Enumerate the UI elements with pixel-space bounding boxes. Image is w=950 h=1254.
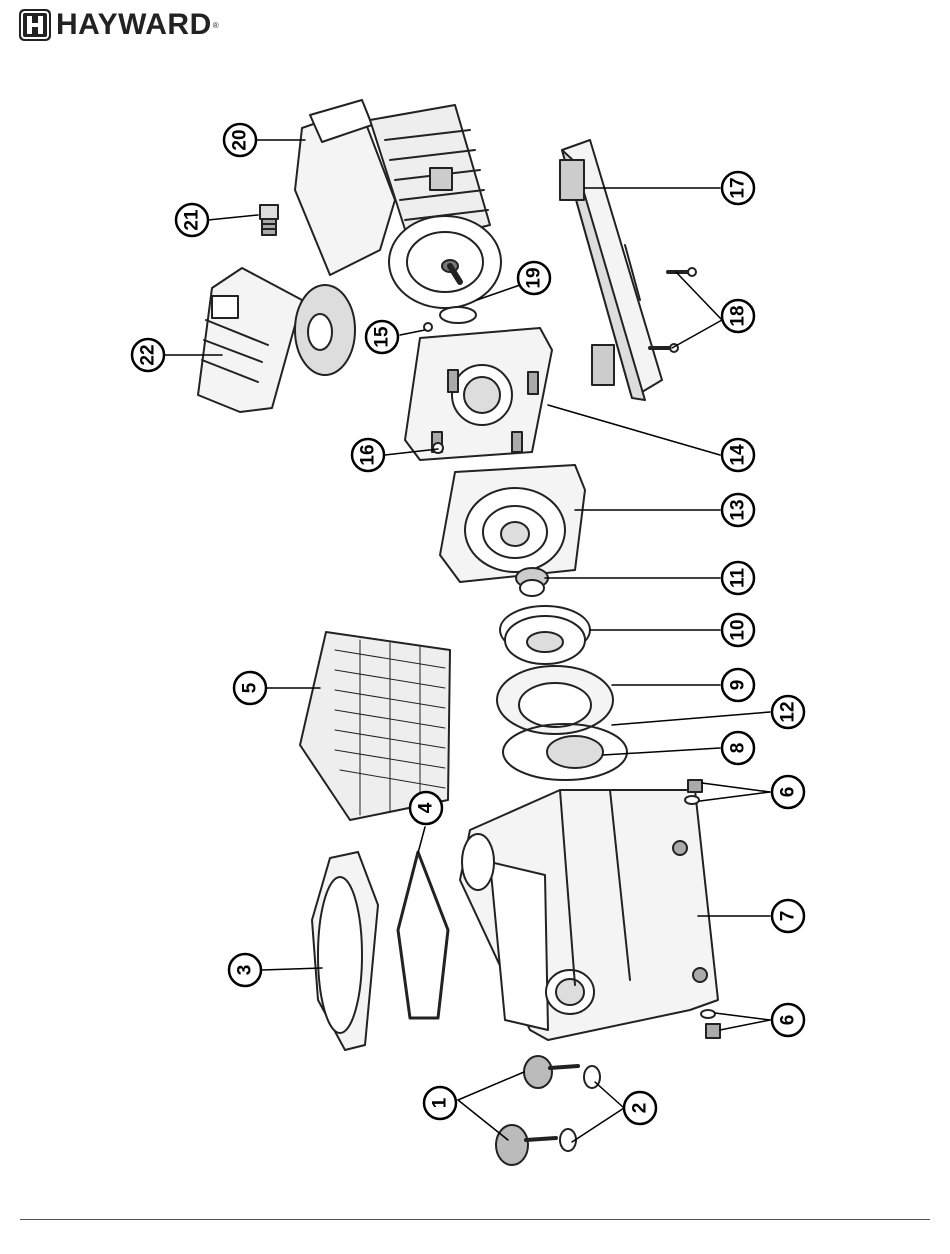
lid-knob-lower — [496, 1125, 556, 1165]
pump-base — [560, 140, 662, 400]
seal-housing — [440, 465, 585, 582]
callout-4: 4 — [416, 802, 437, 813]
callout-1: 1 — [430, 1097, 451, 1108]
variable-speed-drive — [198, 268, 355, 412]
callout-2: 2 — [630, 1103, 651, 1114]
impeller — [500, 606, 590, 664]
callout-10: 10 — [728, 619, 749, 640]
drain-plug-lower — [701, 1010, 720, 1038]
diffuser-gasket — [547, 736, 603, 768]
callout-8: 8 — [728, 743, 749, 754]
callout-20: 20 — [230, 129, 251, 150]
shaft-seal — [516, 568, 548, 596]
seal-plate — [405, 328, 552, 460]
callout-17: 17 — [728, 177, 749, 198]
pump-housing — [460, 790, 718, 1040]
callout-13: 13 — [728, 499, 749, 520]
callout-14: 14 — [728, 444, 749, 466]
callout-15: 15 — [372, 326, 393, 348]
motor — [295, 100, 501, 308]
strainer-lid — [312, 852, 378, 1050]
callout-11: 11 — [728, 568, 749, 589]
callout-5: 5 — [240, 682, 261, 693]
drain-plug-upper — [685, 780, 702, 804]
callout-16: 16 — [358, 444, 379, 465]
lid-knob-upper — [524, 1056, 578, 1088]
callout-21: 21 — [182, 209, 203, 231]
callout-12: 12 — [778, 701, 799, 722]
callout-22: 22 — [138, 344, 159, 365]
callout-9: 9 — [728, 680, 749, 691]
callout-6a: 6 — [778, 787, 799, 798]
callout-19: 19 — [524, 267, 545, 288]
callout-3: 3 — [235, 965, 256, 976]
seal-plate-bolt — [433, 443, 443, 453]
page-footer-rule — [20, 1219, 930, 1220]
cord-connector — [260, 205, 278, 235]
lid-nut-lower — [560, 1129, 576, 1151]
base-screws — [650, 268, 696, 352]
callout-7: 7 — [778, 911, 799, 922]
lid-o-ring — [398, 852, 448, 1018]
slinger-washer — [440, 307, 476, 323]
callout-18: 18 — [728, 305, 749, 326]
callout-6b: 6 — [778, 1015, 799, 1026]
